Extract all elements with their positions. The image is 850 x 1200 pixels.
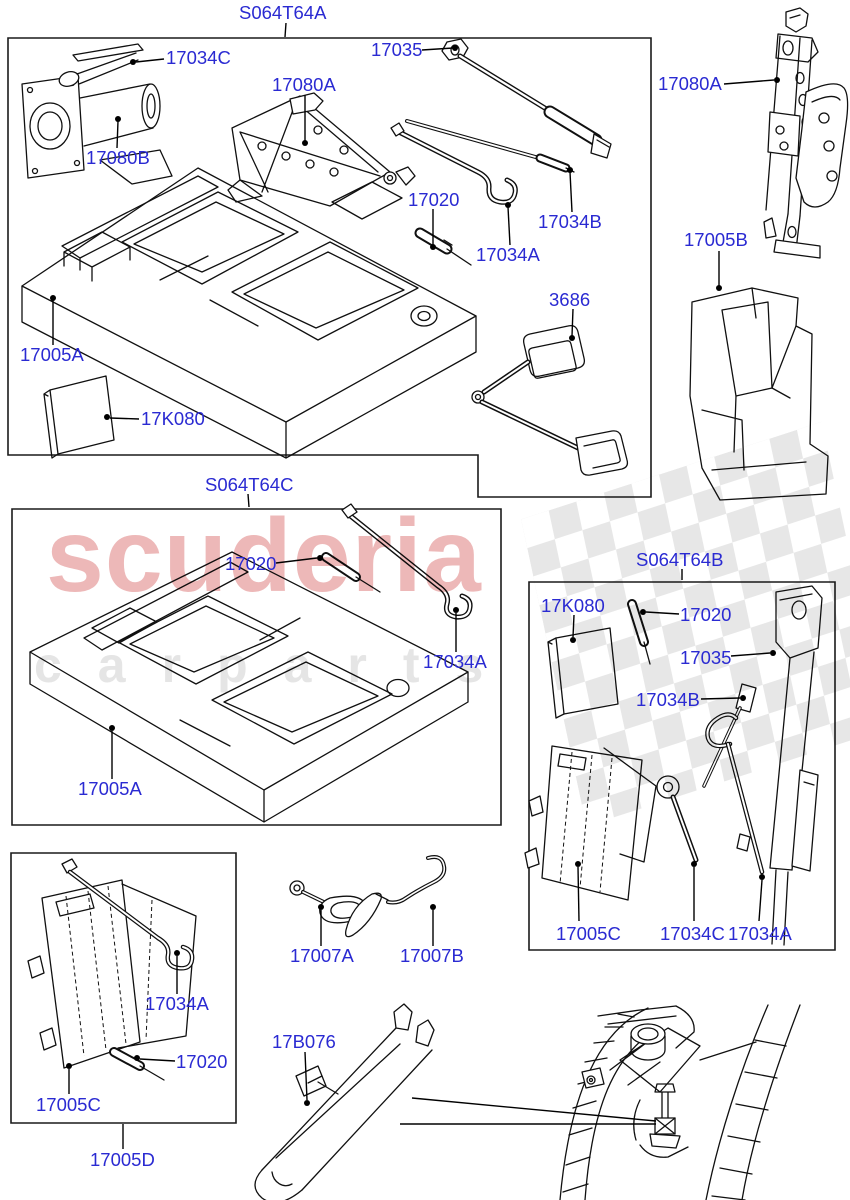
part-label-17080b[interactable]: 17080B	[86, 147, 150, 168]
part-label-17080a-right[interactable]: 17080A	[658, 73, 722, 94]
wheel-wrench-17035	[442, 39, 611, 158]
part-label-17020-kit-d[interactable]: 17020	[176, 1051, 228, 1072]
hook-rod-17034A	[391, 123, 515, 202]
scissor-jack-17080A	[228, 93, 415, 206]
kit-b-code-label[interactable]: S064T64B	[636, 549, 724, 570]
bracket-17B076	[255, 1004, 434, 1200]
booklet-17K080-kit-b	[548, 628, 618, 718]
part-label-17034b-kit-b[interactable]: 17034B	[636, 689, 700, 710]
leader-lines	[50, 23, 780, 1149]
kit-c-code-label[interactable]: S064T64C	[205, 474, 294, 495]
part-label-17035[interactable]: 17035	[371, 39, 423, 60]
part-label-17005c-kit-d[interactable]: 17005C	[36, 1094, 101, 1115]
part-label-17034c[interactable]: 17034C	[166, 47, 231, 68]
handle-strip-17034C	[57, 44, 143, 89]
part-label-17k080[interactable]: 17K080	[141, 408, 205, 429]
part-label-17020[interactable]: 17020	[408, 189, 460, 210]
towing-bracket-3686	[472, 326, 627, 476]
foam-tray-17005A	[22, 168, 476, 458]
part-label-17034a-kit-d[interactable]: 17034A	[145, 993, 209, 1014]
clip-17007B	[346, 857, 445, 937]
part-label-17034b[interactable]: 17034B	[538, 211, 602, 232]
kit-a-code-label[interactable]: S064T64A	[239, 2, 327, 23]
kit-d-box	[11, 853, 236, 1123]
tool-pouch-17005C-kit-d	[28, 880, 196, 1068]
foam-block-17005B	[690, 288, 828, 500]
wheel-wrench-17035-kit-b	[770, 586, 822, 945]
part-label-17034a-kit-c[interactable]: 17034A	[423, 651, 487, 672]
part-label-17035-kit-b[interactable]: 17035	[680, 647, 732, 668]
eye-bolt-17034C-kit-b	[657, 776, 696, 860]
extension-rod-17034B	[407, 121, 574, 172]
part-label-17005b[interactable]: 17005B	[684, 229, 748, 250]
part-label-17007a[interactable]: 17007A	[290, 945, 354, 966]
part-label-17005d[interactable]: 17005D	[90, 1149, 155, 1170]
part-label-17007b[interactable]: 17007B	[400, 945, 464, 966]
part-label-17k080-kit-b[interactable]: 17K080	[541, 595, 605, 616]
hook-rod-17034A-kit-d	[62, 859, 192, 968]
kit-a-box	[8, 38, 651, 497]
part-label-17020-kit-b[interactable]: 17020	[680, 604, 732, 625]
part-label-3686[interactable]: 3686	[549, 289, 591, 310]
part-label-17034c-kit-b[interactable]: 17034C	[660, 923, 725, 944]
part-label-17034a-kit-b[interactable]: 17034A	[728, 923, 792, 944]
kit-c-box	[12, 509, 501, 825]
folded-jack-17080A	[764, 8, 848, 258]
part-label-17005c-kit-b[interactable]: 17005C	[556, 923, 621, 944]
winch-assembly-17080B	[22, 76, 172, 184]
part-label-17034a[interactable]: 17034A	[476, 244, 540, 265]
tool-17020	[420, 233, 471, 265]
tool-17020-kit-d	[114, 1052, 164, 1080]
booklet-17K080	[44, 376, 114, 458]
hook-rod-17034A-kit-b	[707, 715, 762, 873]
part-label-17080a[interactable]: 17080A	[272, 74, 336, 95]
part-label-17020-kit-c[interactable]: 17020	[225, 553, 277, 574]
part-label-17b076[interactable]: 17B076	[272, 1031, 336, 1052]
part-label-17005a[interactable]: 17005A	[20, 344, 84, 365]
tool-17020-kit-c	[326, 557, 380, 592]
part-label-17005a-kit-c[interactable]: 17005A	[78, 778, 142, 799]
vehicle-body-illustration	[560, 1005, 800, 1200]
hook-rod-17034A-kit-c	[342, 504, 470, 617]
tool-pouch-17005C-kit-b	[525, 746, 656, 900]
foam-tray-17005A-kit-c	[30, 552, 468, 822]
